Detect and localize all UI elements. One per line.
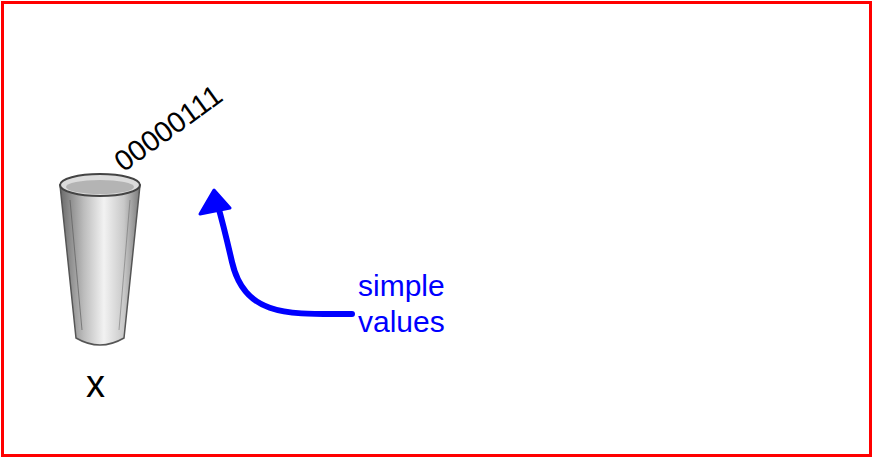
variable-name: x	[86, 362, 105, 408]
cup-drawing	[60, 174, 140, 345]
pointer-arrow	[200, 190, 352, 314]
frame	[3, 3, 871, 456]
bit-value: 00000111	[107, 77, 228, 178]
callout-text: simple values	[358, 268, 498, 340]
